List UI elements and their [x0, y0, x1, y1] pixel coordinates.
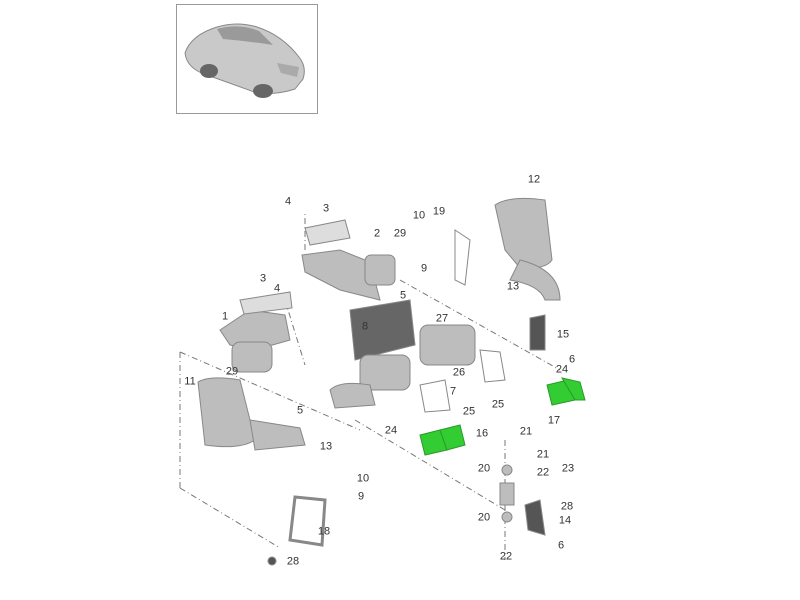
bush-20b — [501, 511, 513, 523]
pipe-left — [249, 419, 306, 451]
rear-silencer-right — [419, 324, 476, 366]
callout-4[interactable]: 4 — [273, 282, 281, 295]
callout-22[interactable]: 22 — [536, 466, 550, 479]
assembly-lines — [179, 212, 561, 560]
callout-10[interactable]: 10 — [412, 209, 426, 222]
exhaust-parts — [197, 197, 561, 566]
callout-10[interactable]: 10 — [356, 472, 370, 485]
callout-25[interactable]: 25 — [462, 405, 476, 418]
callout-9[interactable]: 9 — [357, 490, 365, 503]
bush-20a — [501, 464, 513, 476]
callout-19[interactable]: 19 — [432, 205, 446, 218]
callout-7[interactable]: 7 — [449, 385, 457, 398]
callout-5[interactable]: 5 — [399, 289, 407, 302]
callout-17[interactable]: 17 — [547, 414, 561, 427]
catalytic-converter-left — [231, 341, 273, 373]
bracket-8 — [349, 299, 416, 361]
callout-21[interactable]: 21 — [536, 448, 550, 461]
bracket-22 — [499, 482, 515, 506]
callout-11[interactable]: 11 — [184, 375, 196, 388]
bracket-15 — [529, 314, 546, 351]
rear-silencer-left — [359, 354, 411, 391]
tailpipe-16b — [439, 424, 466, 451]
callout-24[interactable]: 24 — [384, 424, 398, 437]
gasket-25a — [419, 379, 451, 413]
silencer-left — [197, 377, 256, 448]
callout-14[interactable]: 14 — [558, 514, 572, 527]
gasket-25b — [479, 349, 506, 383]
callout-2[interactable]: 2 — [373, 227, 381, 240]
catalytic-converter-right — [364, 254, 396, 286]
vehicle-thumbnail[interactable] — [176, 4, 318, 114]
callout-23[interactable]: 23 — [561, 462, 575, 475]
car-icon — [184, 23, 305, 98]
callout-22[interactable]: 22 — [499, 550, 513, 563]
callout-12[interactable]: 12 — [527, 173, 541, 186]
gasket-left — [239, 291, 293, 315]
callout-27[interactable]: 27 — [435, 312, 449, 325]
sensor-19 — [454, 229, 471, 286]
callout-3[interactable]: 3 — [259, 272, 267, 285]
tailpipe-17b — [560, 377, 586, 401]
callout-13[interactable]: 13 — [506, 280, 520, 293]
highlighted-tailpipes — [419, 377, 586, 456]
callout-20[interactable]: 20 — [477, 511, 491, 524]
callout-26[interactable]: 26 — [452, 366, 466, 379]
pipe-right — [509, 259, 561, 301]
callout-21[interactable]: 21 — [519, 425, 533, 438]
callout-15[interactable]: 15 — [556, 328, 570, 341]
callout-8[interactable]: 8 — [361, 320, 369, 333]
manifold-right — [301, 249, 381, 301]
callout-29[interactable]: 29 — [225, 365, 239, 378]
bracket-14 — [524, 499, 546, 536]
callout-4[interactable]: 4 — [284, 195, 292, 208]
callout-18[interactable]: 18 — [317, 525, 331, 538]
callout-28[interactable]: 28 — [286, 555, 300, 568]
callout-13[interactable]: 13 — [319, 440, 333, 453]
tailpipe-connector — [329, 382, 376, 409]
callout-9[interactable]: 9 — [420, 262, 428, 275]
callout-5[interactable]: 5 — [296, 404, 304, 417]
callout-6[interactable]: 6 — [568, 353, 576, 366]
gasket-right — [304, 219, 351, 246]
callout-25[interactable]: 25 — [491, 398, 505, 411]
callout-28[interactable]: 28 — [560, 500, 574, 513]
silencer-right — [494, 197, 553, 269]
callout-16[interactable]: 16 — [475, 427, 489, 440]
callout-6[interactable]: 6 — [557, 539, 565, 552]
bracket-18 — [288, 495, 327, 547]
callout-24[interactable]: 24 — [555, 363, 569, 376]
callout-29[interactable]: 29 — [393, 227, 407, 240]
nut-28 — [267, 556, 277, 566]
callout-1[interactable]: 1 — [221, 310, 229, 323]
callout-20[interactable]: 20 — [477, 462, 491, 475]
callout-3[interactable]: 3 — [322, 202, 330, 215]
